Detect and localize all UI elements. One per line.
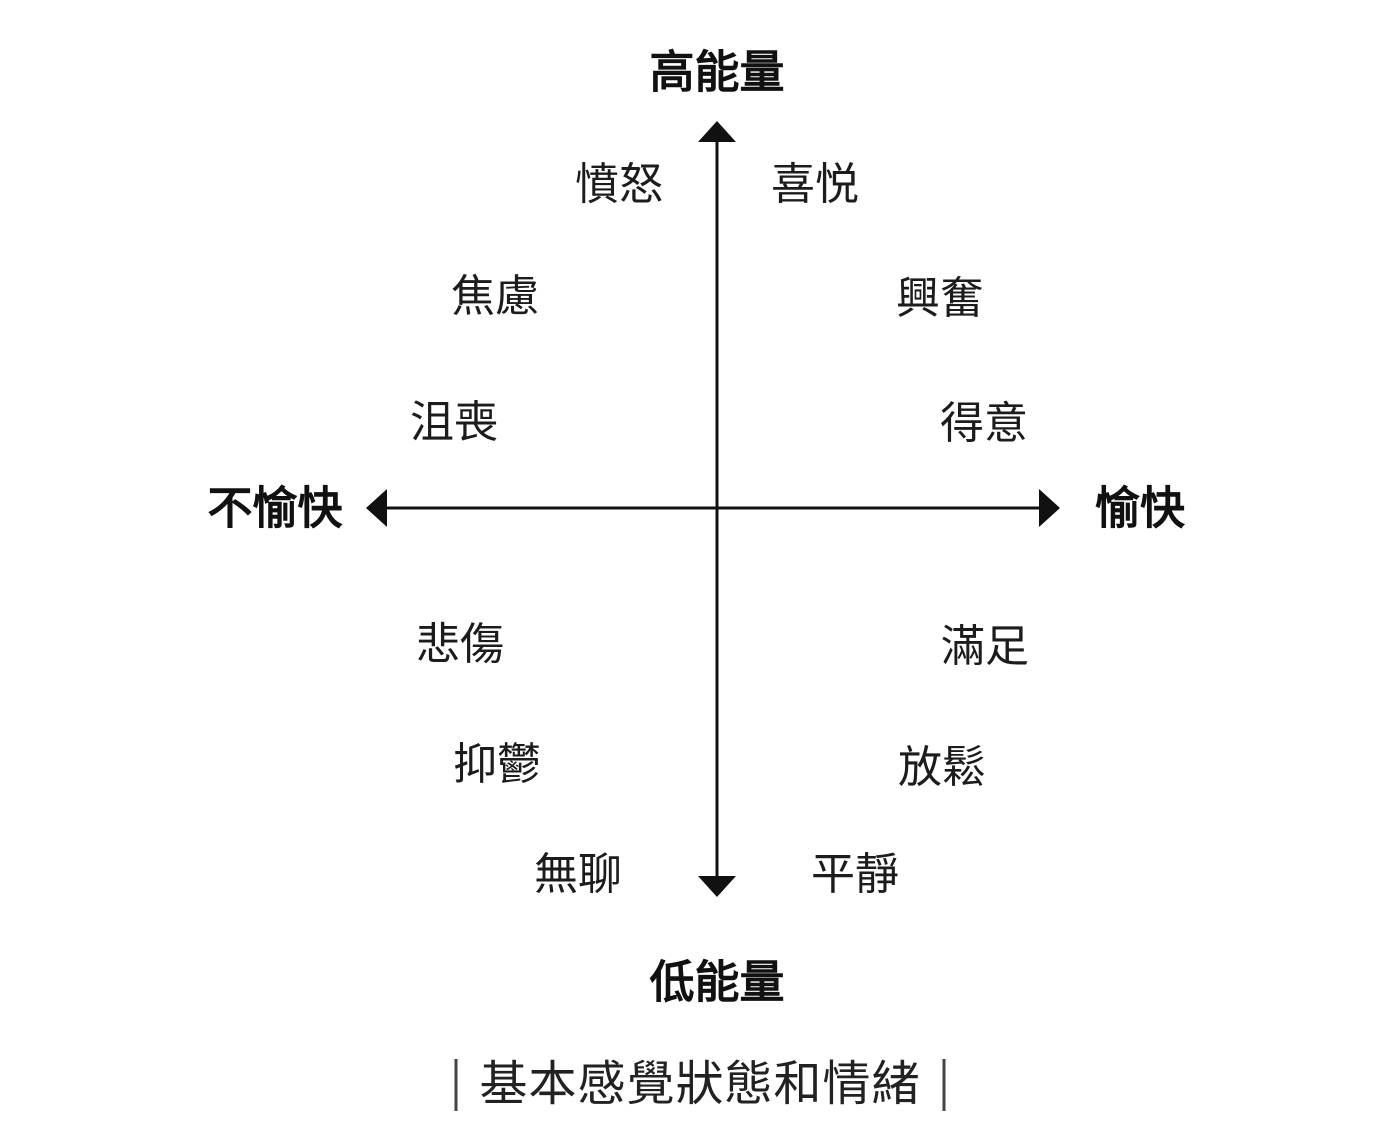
- axis-label-pleasant: 愉快: [1094, 482, 1186, 534]
- arrow-left-icon: [366, 489, 387, 527]
- arrow-down-icon: [698, 876, 736, 897]
- emotion-anger: 憤怒: [575, 160, 663, 209]
- caption-delimiter-left-icon: [454, 1059, 458, 1111]
- emotion-anxiety: 焦慮: [451, 272, 539, 321]
- emotion-relaxation: 放鬆: [898, 743, 986, 792]
- axis-label-high-energy: 高能量: [649, 46, 785, 98]
- arrow-up-icon: [698, 121, 736, 142]
- emotion-sadness: 悲傷: [416, 620, 504, 669]
- caption-delimiter-right-icon: [942, 1059, 946, 1111]
- axis-label-low-energy: 低能量: [649, 956, 785, 1008]
- emotion-calm: 平靜: [811, 850, 899, 899]
- emotion-satisfaction: 滿足: [941, 622, 1029, 671]
- diagram-caption: 基本感覺狀態和情緒: [454, 1058, 946, 1111]
- caption-text: 基本感覺狀態和情緒: [479, 1058, 921, 1111]
- emotion-pride: 得意: [940, 399, 1028, 448]
- arrow-right-icon: [1039, 489, 1060, 527]
- emotion-boredom: 無聊: [534, 850, 622, 899]
- emotion-excitement: 興奮: [896, 274, 984, 323]
- emotion-frustration: 沮喪: [410, 398, 498, 447]
- emotion-joy: 喜悦: [771, 160, 859, 209]
- axis-label-unpleasant: 不愉快: [207, 482, 343, 534]
- emotion-depression: 抑鬱: [453, 740, 541, 789]
